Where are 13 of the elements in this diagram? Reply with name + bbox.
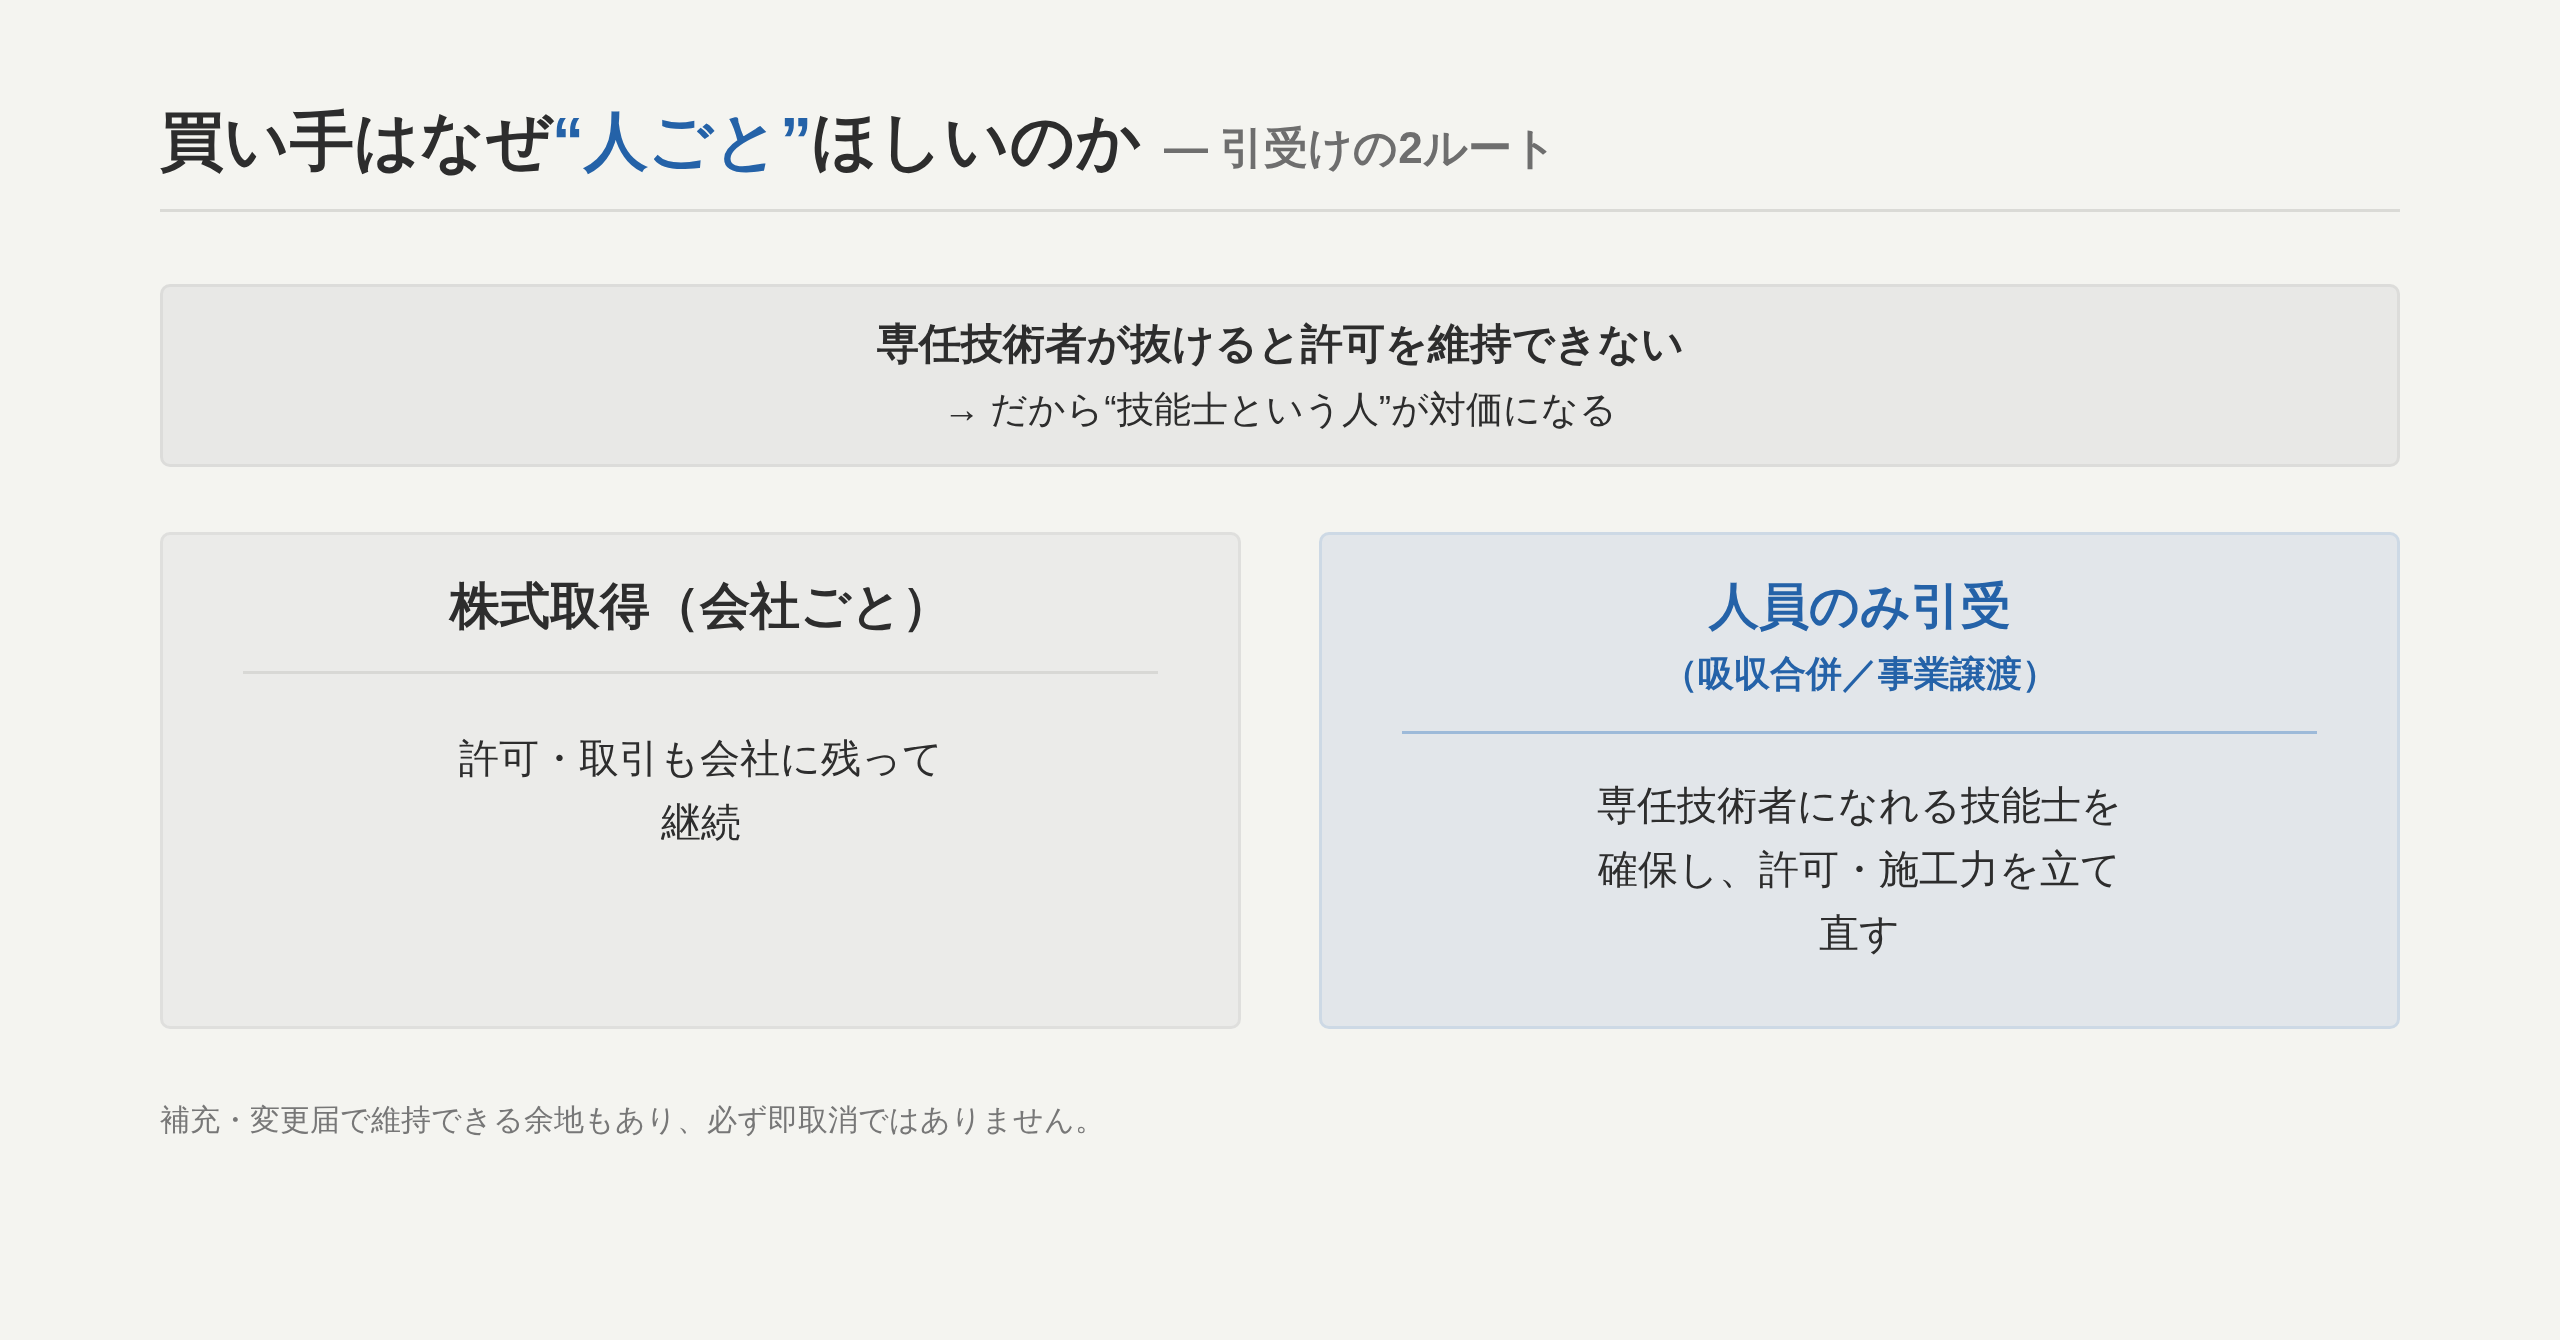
card-heading: 株式取得（会社ごと） <box>449 577 952 636</box>
subtitle: — 引受けの2ルート <box>1164 122 1557 174</box>
title: 買い手はなぜ“人ごと”ほしいのか <box>160 104 1142 178</box>
card-text: 許可・取引も会社に残って継続 <box>457 735 944 846</box>
route-card <box>160 532 1241 1029</box>
banner-heading: 専任技術者が抜けると許可を維持できない <box>876 319 1684 369</box>
note-banner <box>160 284 2400 467</box>
route-card <box>1319 532 2400 1029</box>
card-subheading: （吸収合併／事業譲渡） <box>1661 652 2058 696</box>
card-heading: 人員のみ引受 <box>1708 577 2011 636</box>
banner-text: → だから“技能士という人”が対価になる <box>943 388 1617 432</box>
footnote: 補充・変更届で維持できる余地もあり、必ず即取消ではありません。 <box>160 1102 1105 1138</box>
card-text: 専任技術者になれる技能士を確保し、許可・施工力を立て直す <box>1596 782 2123 957</box>
